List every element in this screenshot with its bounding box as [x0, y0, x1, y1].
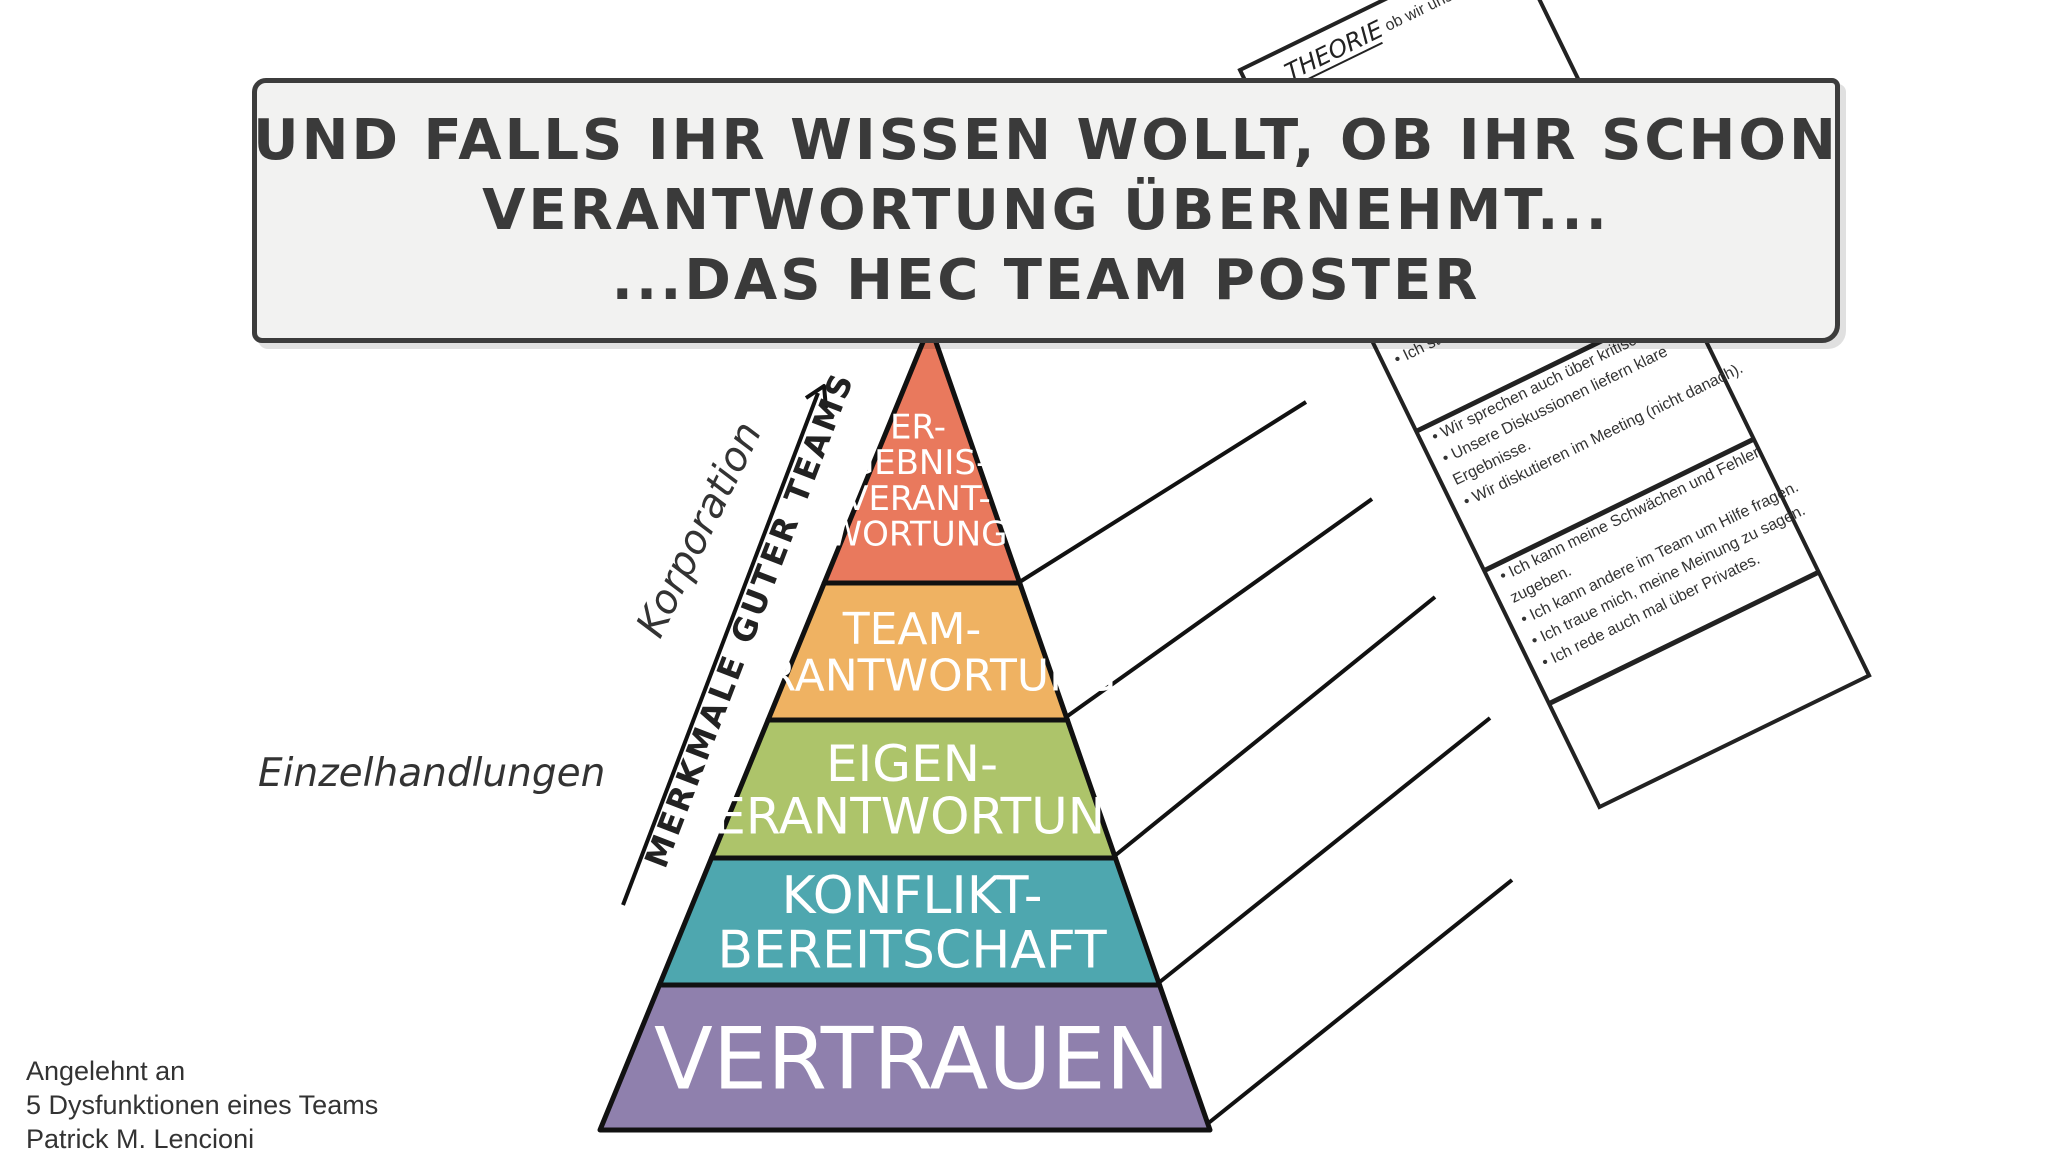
connector-lines: [1016, 400, 1514, 1127]
pyramid-level-1-label: WORTUNG: [829, 515, 1008, 555]
citation-line-1: Angelehnt an: [26, 1056, 186, 1086]
pyramid-level-4-label: BEREITSCHAFT: [717, 921, 1107, 981]
pyramid-level-5-label: VERTRAUEN: [654, 1009, 1170, 1109]
citation-line-2: 5 Dysfunktionen eines Teams: [26, 1090, 379, 1120]
pyramid: ER-GEBNIS-VERANT-WORTUNGTEAM-VERANTWORTU…: [597, 322, 1213, 1133]
headline-banner: UND FALLS IHR WISSEN WOLLT, OB IHR SCHON…: [252, 78, 1840, 343]
headline-line-2: VERANTWORTUNG ÜBERNEHMT...: [482, 177, 1610, 243]
pyramid-level-1-label: VERANT-: [845, 479, 991, 519]
citation-line-3: Patrick M. Lencioni: [26, 1124, 255, 1154]
citation: Angelehnt an 5 Dysfunktionen eines Teams…: [26, 1054, 378, 1156]
pyramid-level-3-label: EIGEN-: [826, 735, 998, 793]
headline-line-3: ...DAS HEC TEAM POSTER: [611, 247, 1481, 313]
pyramid-level-4-label: KONFLIKT-: [781, 866, 1042, 926]
pyramid-level-5: [597, 982, 1213, 1133]
axis-bottom-label: Einzelhandlungen: [258, 751, 605, 796]
headline-line-1: UND FALLS IHR WISSEN WOLLT, OB IHR SCHON: [253, 107, 1839, 173]
axis-arrow: [621, 384, 828, 906]
pyramid-level-2-label: VERANTWORTUNG: [708, 650, 1116, 701]
pyramid-level-1-label: GEBNIS-: [848, 443, 988, 483]
pyramid-level-3-label: VERANTWORTUNG: [680, 787, 1144, 845]
pyramid-level-2-label: TEAM-: [842, 604, 982, 655]
pyramid-level-1-label: ER-: [890, 407, 946, 447]
